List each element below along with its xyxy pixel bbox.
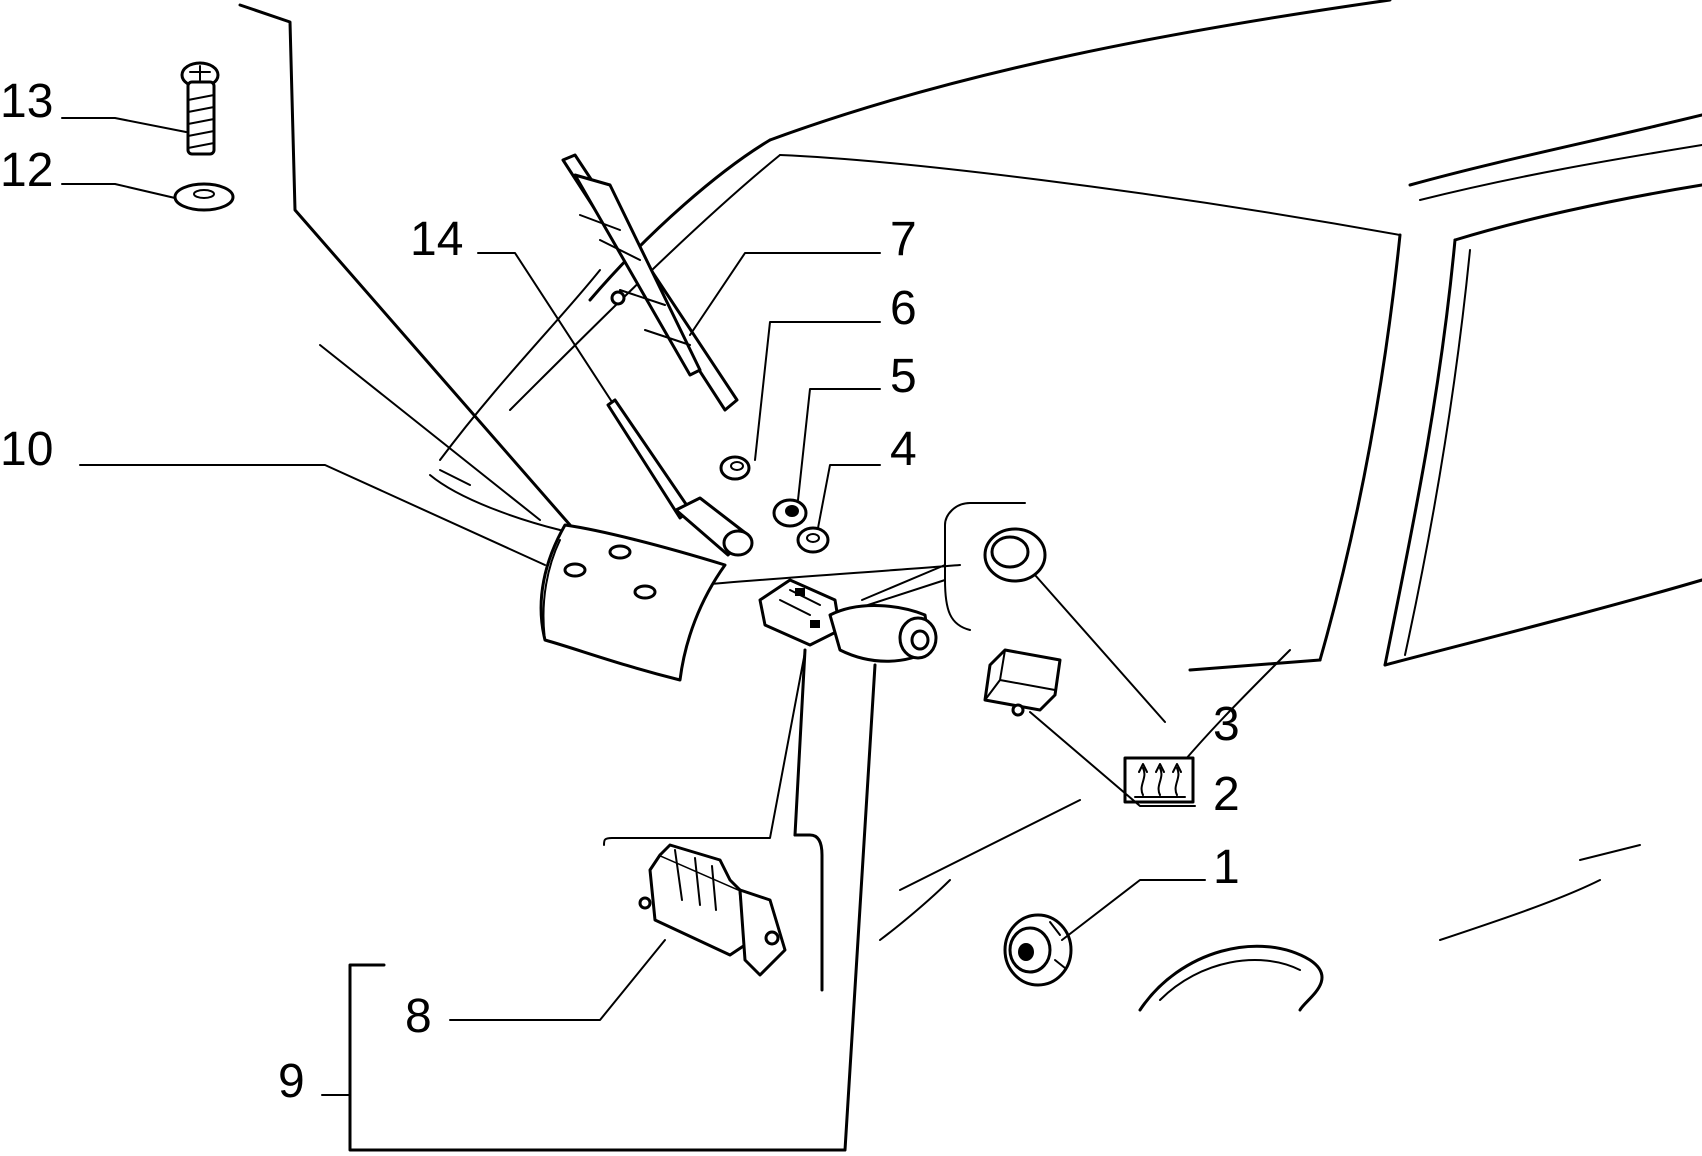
callout-14: 14 [410,213,463,266]
wiper-blade-part [561,153,739,412]
motor-bracket-part [638,843,787,977]
callout-8: 8 [405,990,432,1043]
callout-9: 9 [278,1055,305,1108]
nut-part [772,498,808,528]
leader-lines [61,3,1206,1152]
callout-2: 2 [1213,768,1240,821]
callout-13: 13 [0,75,53,128]
callout-3: 3 [1213,698,1240,751]
relay-part [983,648,1062,717]
callout-7: 7 [890,213,917,266]
screw-part [180,61,220,156]
cover-part [539,523,727,682]
callout-4: 4 [890,423,917,476]
callout-12: 12 [0,144,53,197]
callout-labels: 13 12 14 7 6 5 4 10 3 2 1 8 9 [0,75,1240,1108]
callout-6: 6 [890,282,917,335]
callout-1: 1 [1213,841,1240,894]
callout-10: 10 [0,423,53,476]
rear-window-defroster-icon [1123,756,1195,804]
grommet-part-lower [1003,913,1073,987]
cap-part [719,455,751,481]
callout-5: 5 [890,350,917,403]
washer-part [796,526,830,554]
washer-part-top [173,182,235,212]
wiper-arm-part [606,398,754,557]
wiper-motor-part [758,578,938,663]
car-body-outline [429,0,1702,1012]
grommet-part-upper [983,527,1047,583]
